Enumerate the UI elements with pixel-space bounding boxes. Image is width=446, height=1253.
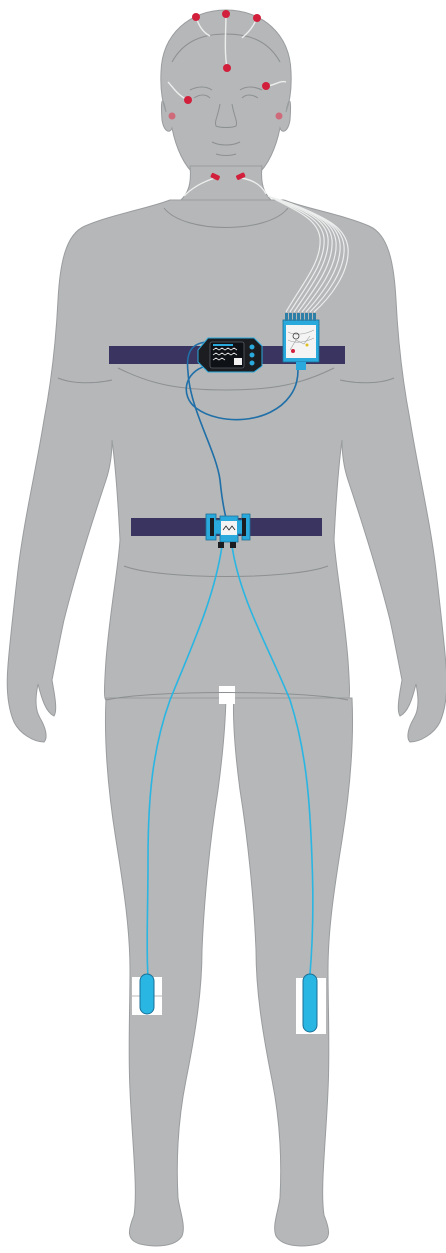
electrode-ear-left — [169, 113, 176, 120]
electrode-eye-right — [262, 82, 270, 90]
recorder-button-middle — [250, 353, 255, 358]
legs — [105, 690, 352, 1246]
torso — [7, 200, 446, 742]
electrode-eye-left — [184, 96, 192, 104]
electrode-scalp-center — [222, 10, 230, 18]
electrode-ear-right — [276, 113, 283, 120]
headbox-panel — [286, 325, 316, 358]
recorder-device — [198, 338, 262, 372]
headbox-connector — [283, 313, 319, 370]
left-leg-sensor — [132, 974, 162, 1015]
recorder-button-bottom — [250, 361, 255, 366]
right-leg-sensor — [296, 974, 326, 1034]
body-silhouette — [7, 10, 446, 1246]
belt-sensor-screen — [221, 521, 237, 535]
electrode-scalp-left — [192, 13, 200, 21]
electrode-forehead — [223, 64, 231, 72]
crotch-gap — [219, 686, 235, 704]
electrode-scalp-right — [253, 14, 261, 22]
recorder-button-top — [250, 345, 255, 350]
